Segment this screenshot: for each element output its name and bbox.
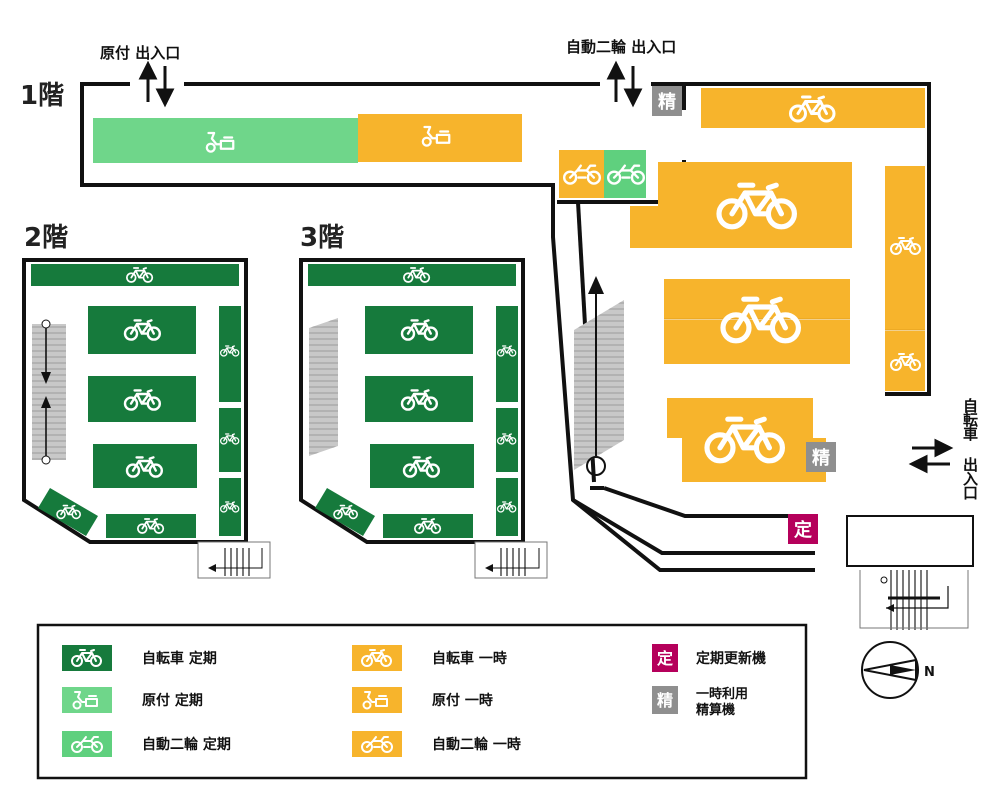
svg-text:精: 精 (812, 447, 830, 469)
stairs-2f (197, 541, 271, 579)
legend-label: 原付 一時 (432, 692, 493, 709)
slot-bicycle-temporary-1f-a (701, 88, 925, 128)
arrow-icon (588, 276, 604, 294)
legend-label: 定期更新機 (696, 650, 766, 667)
legend-label: 原付 定期 (142, 692, 203, 709)
moped-entrance-arrows (138, 60, 175, 108)
legend-badge (652, 644, 678, 672)
ramp-3f (309, 318, 338, 456)
renewal-machine-badge: 定 (788, 514, 818, 544)
svg-text:N: N (924, 665, 935, 680)
svg-text:定: 定 (794, 519, 812, 541)
legend-swatch (352, 731, 402, 757)
slot-bicycle-temporary-1f-e (885, 166, 925, 391)
legend-label: 精算機 (696, 702, 735, 718)
legend-badge (652, 686, 678, 714)
bicycle-entrance-label: 自転車 出入口 (961, 397, 979, 500)
floor-2-slots (31, 264, 241, 538)
stairs-3f (474, 541, 548, 579)
legend-label: 自動二輪 定期 (142, 736, 231, 753)
stairs-icon (497, 548, 529, 576)
stairs-icon (220, 548, 252, 576)
floor-3-walls (299, 258, 525, 544)
floor-2-walls (22, 258, 248, 544)
pay-machine-badge-floor: 精 (806, 442, 836, 472)
floor-2-label: 2階 (24, 223, 68, 253)
slot-bicycle-temporary-1f-c (664, 279, 850, 364)
stairs-1f (846, 515, 974, 630)
floor-3-slots (308, 264, 518, 538)
slot-bicycle-temporary-1f-b (630, 162, 852, 248)
ramp-1f (574, 276, 624, 476)
moped-entrance-label: 原付 出入口 (100, 44, 180, 62)
legend-item: 自動二輪 定期 (62, 731, 231, 757)
legend-item: 自転車 一時 (352, 645, 507, 671)
stairs-icon (888, 570, 928, 630)
legend-label: 一時利用 (696, 686, 748, 702)
legend-badge-glyph: 定 (656, 649, 673, 668)
arrow-icon (41, 396, 51, 408)
legend-item: 原付 定期 (62, 687, 203, 713)
floor-1-label: 1階 (20, 81, 64, 111)
legend-swatch (62, 731, 112, 757)
slot-moped-temporary-1f (358, 114, 522, 162)
arrow-icon (41, 372, 51, 384)
bicycle-entrance-arrows (908, 438, 954, 474)
slot-motorcycle-regular-1f (604, 150, 646, 198)
motorcycle-entrance-label: 自動二輪 出入口 (566, 38, 676, 56)
legend-badge-glyph: 精 (657, 691, 673, 710)
legend-item: 定 定期更新機 (652, 644, 766, 672)
svg-text:精: 精 (658, 91, 676, 113)
floor-3-label: 3階 (300, 223, 344, 253)
slot-bicycle-temporary-1f-d (667, 398, 826, 482)
pay-machine-badge-entrance: 精 (652, 86, 682, 116)
legend-item: 自動二輪 一時 (352, 731, 521, 757)
legend-item: 原付 一時 (352, 687, 493, 713)
legend-item: 自転車 定期 (62, 645, 217, 671)
legend-label: 自動二輪 一時 (432, 736, 521, 753)
compass-icon: N (861, 641, 935, 699)
motorcycle-entrance-arrows (606, 60, 643, 108)
ramp-2f (32, 319, 66, 465)
legend-label: 自転車 定期 (142, 650, 217, 667)
legend-label: 自転車 一時 (432, 650, 507, 667)
